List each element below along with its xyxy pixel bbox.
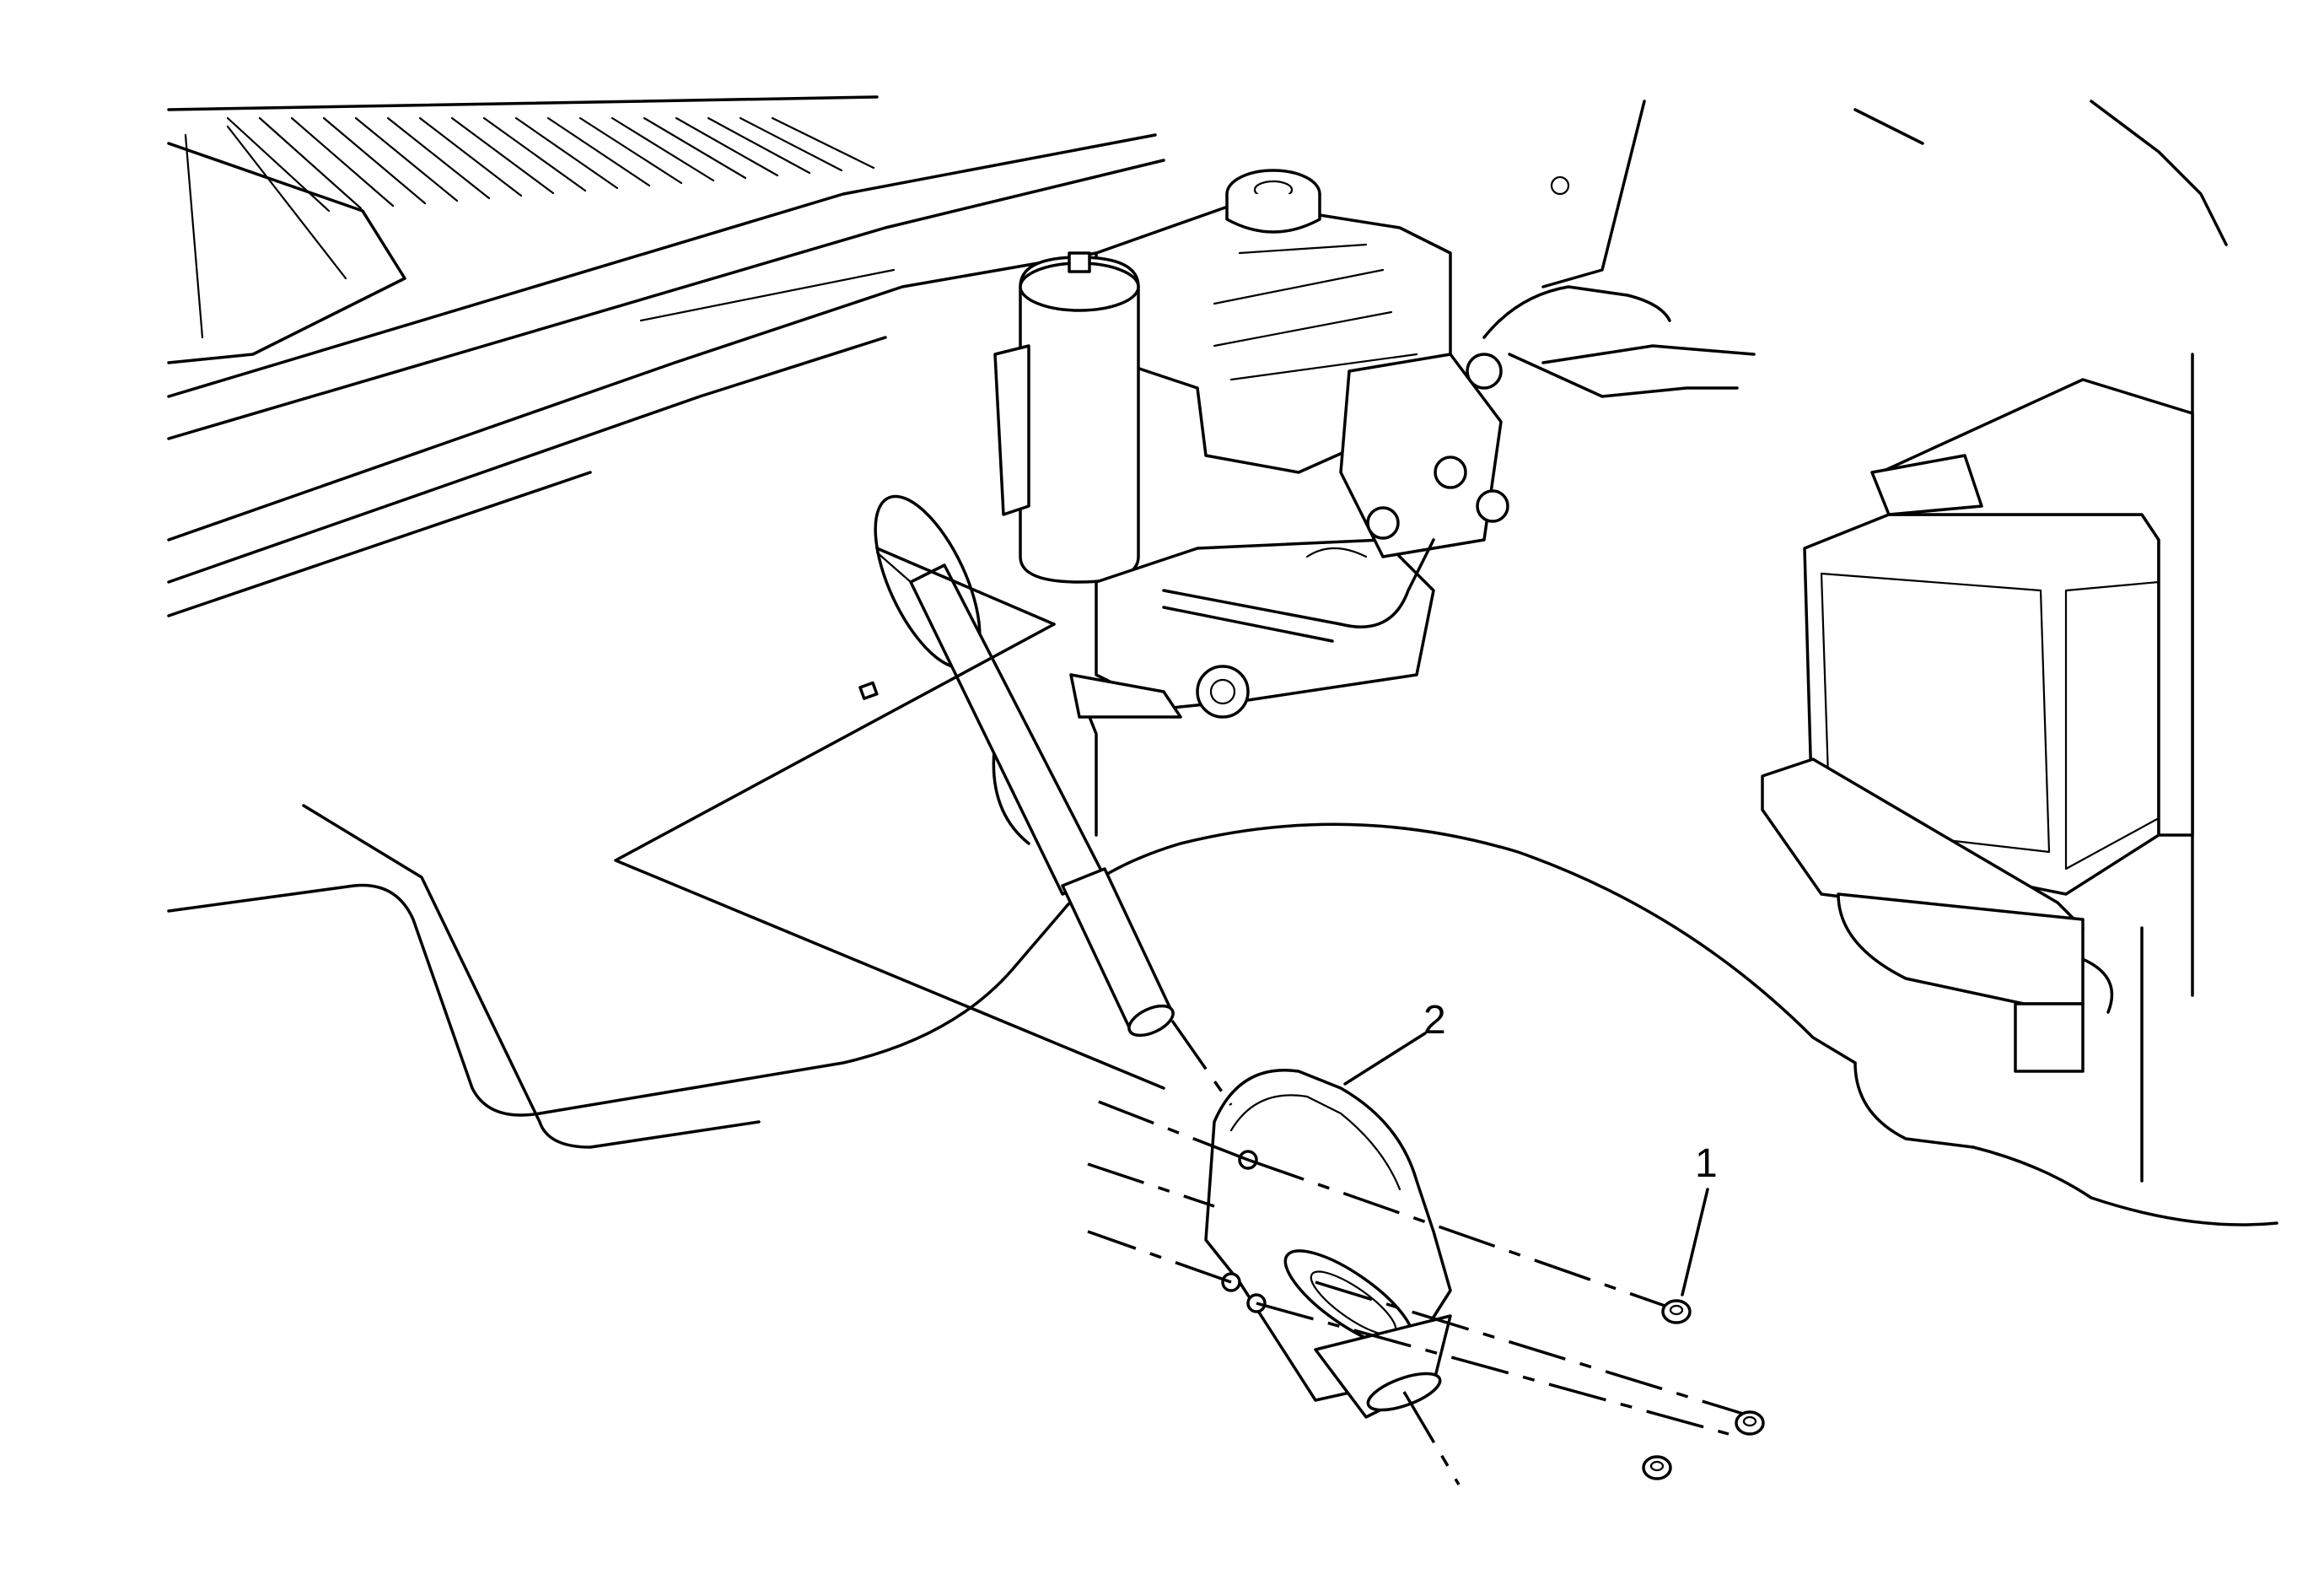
- brake-lines: [1482, 285, 1756, 398]
- callout-1: 1: [1681, 1141, 1718, 1296]
- callout-2: 2: [1343, 998, 1446, 1086]
- cowl-panel: [167, 95, 1165, 617]
- brake-valve-body: [993, 344, 1509, 719]
- grille-slot: [514, 116, 619, 190]
- nut: [1661, 1299, 1692, 1324]
- nut: [1735, 1410, 1765, 1436]
- grille-slot: [771, 116, 875, 170]
- grille-slot: [482, 116, 587, 192]
- grille-slot: [290, 116, 395, 208]
- grille-slot: [611, 116, 715, 182]
- grille-slot: [707, 116, 811, 175]
- grille-slot: [258, 116, 363, 210]
- hydraulic-accumulator: [1019, 251, 1140, 584]
- leader-lines: [614, 547, 1165, 1090]
- nut: [1642, 1455, 1672, 1480]
- steering-column-seal: [1204, 1069, 1452, 1419]
- grille-slot: [675, 116, 779, 177]
- grille-slot: [418, 116, 523, 197]
- grille-slot: [386, 116, 491, 200]
- grille-slot: [546, 116, 651, 187]
- callout-1-label: 1: [1695, 1141, 1718, 1186]
- cowl-vent-grille: [226, 116, 875, 213]
- grille-slot: [739, 116, 843, 172]
- grille-slot: [643, 116, 747, 180]
- assembly-centerlines: [1087, 1019, 1755, 1485]
- grille-slot: [578, 116, 683, 185]
- callout-2-label: 2: [1423, 998, 1446, 1043]
- grille-slot: [322, 116, 427, 205]
- fuse-block: [1761, 378, 2194, 1073]
- dash-panel: [167, 690, 2278, 1226]
- grille-slot: [226, 116, 331, 213]
- grille-slot: [354, 116, 459, 202]
- intermediate-steering-shaft: [858, 494, 1175, 1038]
- grille-slot: [450, 116, 555, 195]
